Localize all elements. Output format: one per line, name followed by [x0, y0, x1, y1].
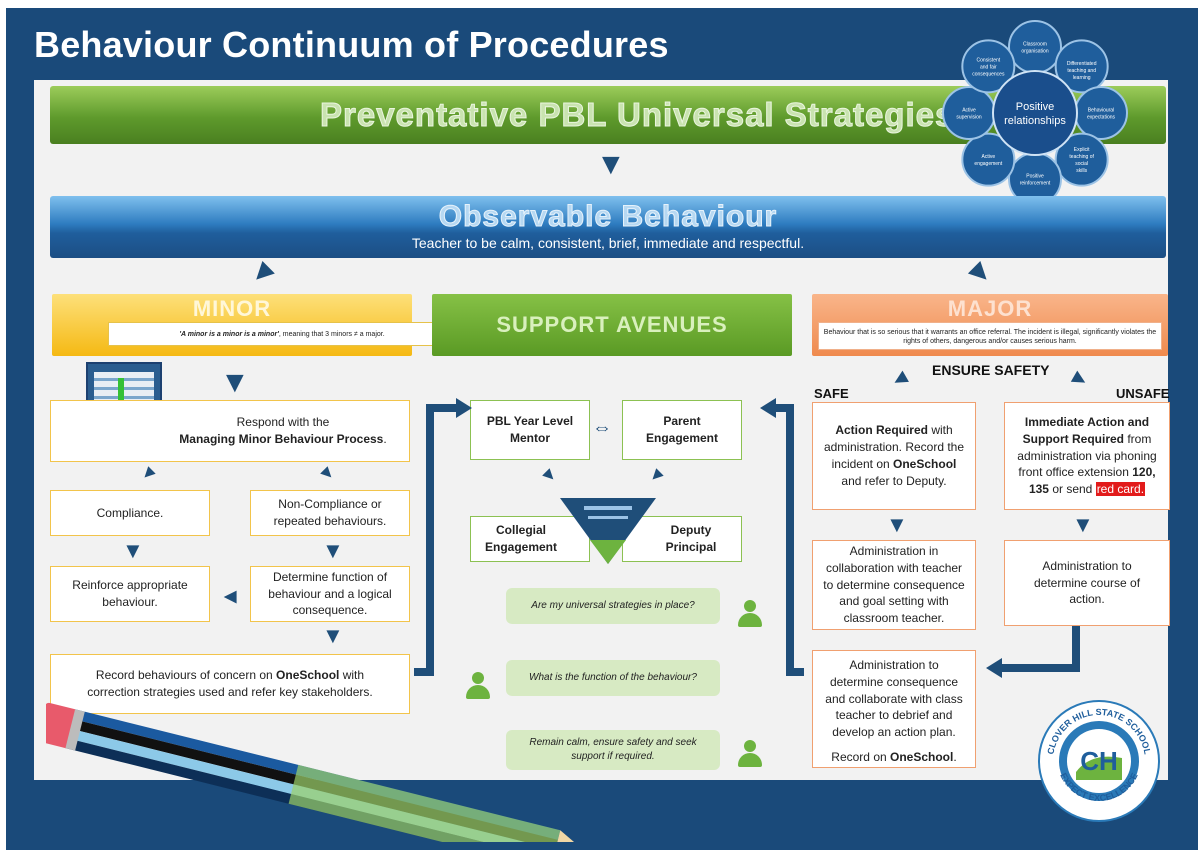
pbl-mentor-box: PBL Year Level Mentor: [470, 400, 590, 460]
observable-subtitle: Teacher to be calm, consistent, brief, i…: [411, 235, 805, 251]
wheel-spoke: [961, 132, 1016, 187]
minor-header: MINOR 'A minor is a minor is a minor', m…: [52, 294, 456, 356]
arrow-down-icon: ▼: [596, 148, 626, 181]
admin-course-box: Administration to determine course of ac…: [1004, 540, 1170, 626]
wheel-spoke-label: Positive: [1026, 174, 1044, 180]
wheel-center-label: Positive: [1016, 101, 1055, 113]
funnel-graphic: [560, 498, 656, 564]
observable-banner: Observable Behaviour Teacher to be calm,…: [50, 196, 1166, 258]
connector-elbow: [986, 626, 1080, 678]
wheel-spoke-label: and fair: [980, 64, 997, 70]
arrow-down-icon: ▼: [322, 538, 344, 563]
collegial-engagement-box: Collegial Engagement: [470, 516, 590, 562]
wheel-spoke-label: skills: [1076, 168, 1087, 174]
immediate-action-box: Immediate Action and Support Required fr…: [1004, 402, 1170, 510]
wheel-center: [992, 70, 1078, 156]
support-header: SUPPORT AVENUES: [432, 294, 792, 356]
ensure-safety-label: ENSURE SAFETY: [932, 362, 1050, 378]
minor-heading: MINOR: [192, 296, 272, 321]
compliance-box: Compliance.: [50, 490, 210, 536]
wheel-spoke: [961, 39, 1016, 94]
wheel-spoke-label: supervision: [956, 115, 982, 121]
person-icon: [736, 600, 764, 628]
action-required-box: Action Required with administration. Rec…: [812, 402, 976, 510]
wheel-spoke-label: Explicit: [1074, 147, 1090, 153]
wheel-spoke-label: teaching and: [1067, 68, 1096, 74]
wheel-spoke: [1054, 132, 1109, 187]
wheel-spoke-label: consequences: [972, 71, 1005, 77]
wheel-spoke-label: engagement: [974, 161, 1002, 167]
arrow-down-icon: ▼: [322, 623, 344, 648]
arrow-down-icon: ▼: [886, 512, 908, 537]
determine-box: Determine function of behaviour and a lo…: [250, 566, 410, 622]
page-title: Behaviour Continuum of Procedures: [34, 24, 669, 65]
logo-letters: CH: [1080, 746, 1118, 776]
pencil-illustration: [46, 702, 595, 842]
arrow-left-icon: ▼: [218, 586, 244, 608]
person-icon: [464, 672, 492, 700]
major-heading: MAJOR: [947, 296, 1033, 321]
support-heading: SUPPORT AVENUES: [496, 312, 728, 337]
school-logo: CLOVER HILL STATE SCHOOL EXPECT EXCELLEN…: [1038, 700, 1160, 822]
wheel-spoke-label: teaching of: [1069, 154, 1094, 160]
major-note: Behaviour that is so serious that it war…: [818, 322, 1162, 350]
wheel-spoke-label: Differentiated: [1067, 61, 1097, 67]
major-header: MAJOR Behaviour that is so serious that …: [812, 294, 1168, 356]
wheel-spoke-label: Active: [962, 108, 976, 114]
double-arrow-icon: ⇔: [592, 417, 612, 439]
wheel-spoke-label: organisation: [1021, 49, 1048, 55]
positive-relationships-wheel: ClassroomorganisationDifferentiatedteach…: [942, 20, 1128, 206]
arrow-down-icon: ▼: [1072, 512, 1094, 537]
question-bubble: What is the function of the behaviour?: [506, 660, 720, 696]
preventative-title: Preventative PBL Universal Strategies: [319, 96, 955, 134]
admin-final-box: Administration to determine consequence …: [812, 650, 976, 768]
parent-engagement-box: Parent Engagement: [622, 400, 742, 460]
wheel-spoke-label: Behavioural: [1088, 108, 1114, 114]
wheel-center-label: relationships: [1004, 115, 1066, 127]
observable-title: Observable Behaviour: [438, 200, 778, 234]
unsafe-label: UNSAFE: [1116, 386, 1170, 401]
deputy-principal-box: Deputy Principal: [622, 516, 742, 562]
minor-note: 'A minor is a minor is a minor', meaning…: [108, 322, 456, 346]
arrow-down-icon: ▼: [220, 366, 250, 399]
admin-collab-box: Administration in collaboration with tea…: [812, 540, 976, 630]
noncompliance-box: Non-Compliance or repeated behaviours.: [250, 490, 410, 536]
record-box: Record behaviours of concern on OneSchoo…: [50, 654, 410, 714]
wheel-spoke-label: Consistent: [977, 57, 1001, 63]
connector-lines: [414, 398, 804, 676]
question-bubble: Are my universal strategies in place?: [506, 588, 720, 624]
wheel-spoke-label: learning: [1073, 75, 1091, 81]
question-bubble: Remain calm, ensure safety and seek supp…: [506, 730, 720, 770]
person-icon: [736, 740, 764, 768]
wheel-spoke-label: Classroom: [1023, 42, 1047, 48]
safe-label: SAFE: [814, 386, 849, 401]
wheel-spoke-label: Active: [982, 154, 996, 160]
wheel-spoke-label: reinforcement: [1020, 181, 1051, 187]
wheel-spoke: [1054, 39, 1109, 94]
wheel-spoke-label: expectations: [1087, 115, 1116, 121]
reinforce-box: Reinforce appropriate behaviour.: [50, 566, 210, 622]
wheel-spoke-label: social: [1075, 161, 1088, 167]
arrow-down-icon: ▼: [122, 538, 144, 563]
